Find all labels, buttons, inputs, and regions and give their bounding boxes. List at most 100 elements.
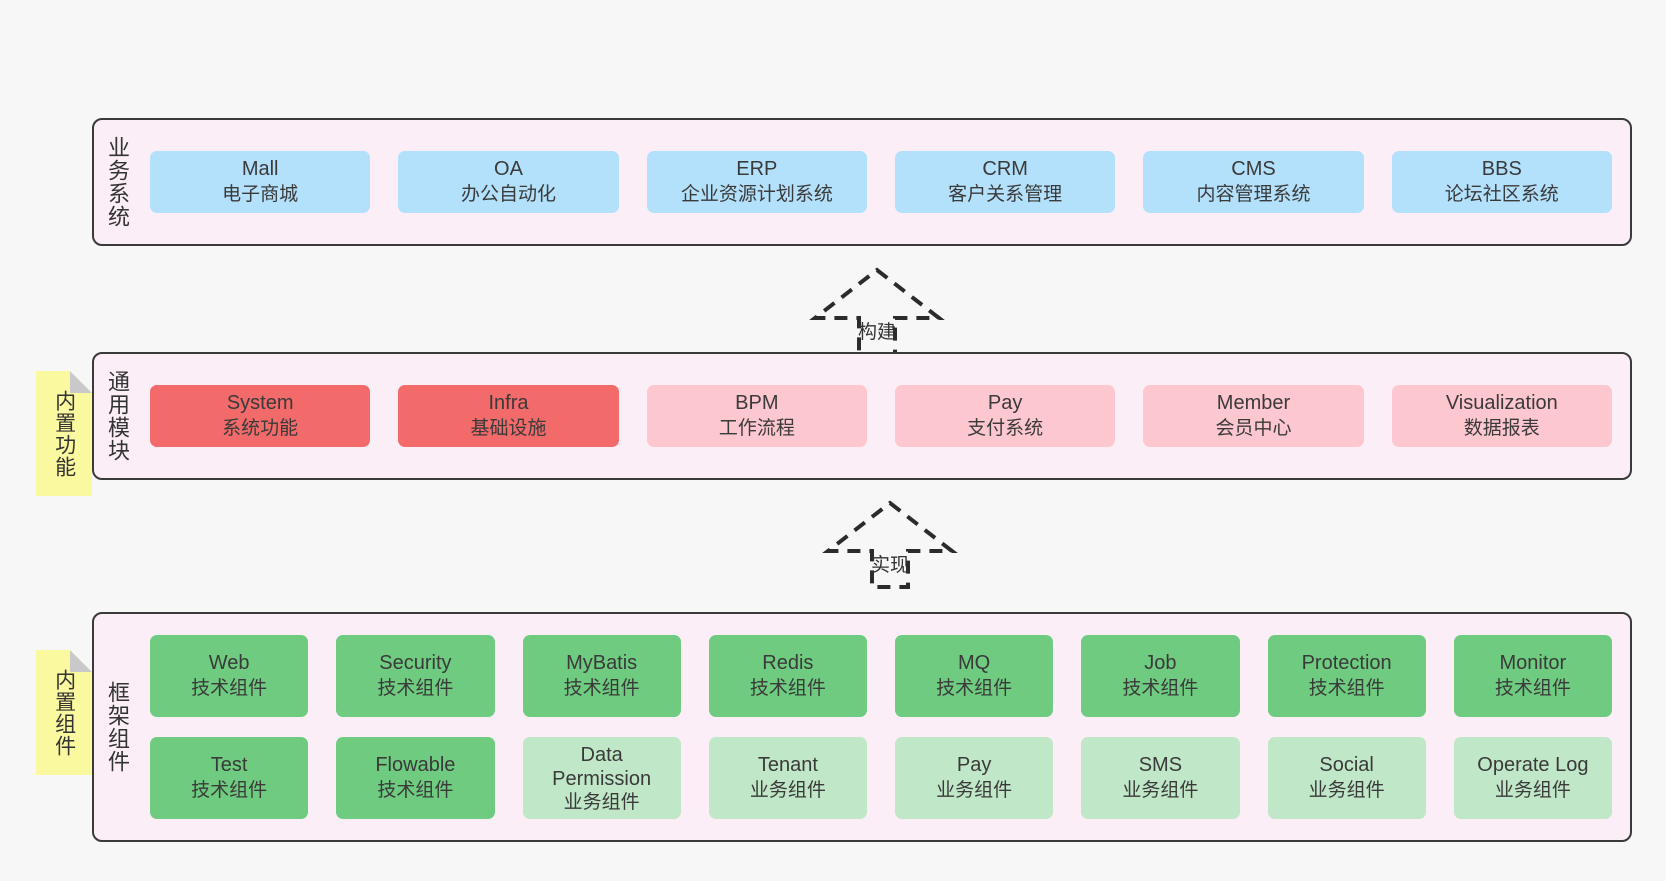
card-protection[interactable]: Protection 技术组件 <box>1267 635 1426 717</box>
card-title: Visualization <box>1445 392 1558 415</box>
card-pay-component[interactable]: Pay 业务组件 <box>895 737 1054 819</box>
card-title: System <box>226 392 294 415</box>
card-title: Pay <box>987 392 1023 415</box>
card-title: Test <box>210 754 248 777</box>
card-data-permission[interactable]: Data Permission 业务组件 <box>522 737 681 819</box>
card-bpm[interactable]: BPM 工作流程 <box>646 385 867 447</box>
card-subtitle: 技术组件 <box>377 779 454 801</box>
connector-build: 构建 <box>797 262 957 358</box>
card-crm[interactable]: CRM 客户关系管理 <box>894 151 1116 213</box>
card-operate-log[interactable]: Operate Log 业务组件 <box>1453 737 1612 819</box>
card-job[interactable]: Job 技术组件 <box>1081 635 1240 717</box>
card-pay[interactable]: Pay 支付系统 <box>894 385 1116 447</box>
card-subtitle: 业务组件 <box>563 791 640 813</box>
page-fold-icon <box>70 650 92 672</box>
card-title: Mall <box>241 158 279 181</box>
generalization-arrow-icon <box>822 500 958 589</box>
card-title: Social <box>1319 754 1374 777</box>
card-mq[interactable]: MQ 技术组件 <box>895 635 1054 717</box>
layer-business-systems-title: 业务系统 <box>104 136 130 228</box>
layer-framework-components: 框架组件 Web 技术组件 Security 技术组件 MyBatis 技术组件… <box>92 612 1632 842</box>
card-visualization[interactable]: Visualization 数据报表 <box>1391 385 1612 447</box>
card-member[interactable]: Member 会员中心 <box>1143 385 1364 447</box>
card-infra[interactable]: Infra 基础设施 <box>398 385 619 447</box>
layer-framework-components-title: 框架组件 <box>104 681 130 773</box>
note-builtin-components: 内置组件 <box>36 650 92 775</box>
note-label: 内置组件 <box>52 668 76 757</box>
card-title: Job <box>1144 652 1177 675</box>
card-subtitle: 技术组件 <box>936 677 1013 699</box>
card-title: Redis <box>762 652 814 675</box>
card-subtitle: 技术组件 <box>1122 677 1199 699</box>
card-monitor[interactable]: Monitor 技术组件 <box>1453 635 1612 717</box>
connector-implement: 实现 <box>810 495 970 591</box>
card-title: Tenant <box>757 754 818 777</box>
layer-business-systems: 业务系统 Mall 电子商城 OA 办公自动化 ERP 企业资源计划系统 CRM… <box>92 118 1632 246</box>
card-title: MyBatis <box>566 652 638 675</box>
card-subtitle: 技术组件 <box>563 677 640 699</box>
card-subtitle: 数据报表 <box>1463 417 1540 439</box>
card-mybatis[interactable]: MyBatis 技术组件 <box>522 635 681 717</box>
card-title: Protection <box>1301 652 1392 675</box>
card-title: MQ <box>958 652 991 675</box>
card-row: Web 技术组件 Security 技术组件 MyBatis 技术组件 Redi… <box>150 635 1612 717</box>
card-test[interactable]: Test 技术组件 <box>150 737 309 819</box>
card-title: Security <box>379 652 452 675</box>
card-subtitle: 技术组件 <box>191 779 268 801</box>
layer-common-modules-title: 通用模块 <box>104 370 130 462</box>
card-mall[interactable]: Mall 电子商城 <box>150 151 371 213</box>
card-title: SMS <box>1138 754 1183 777</box>
card-title: Operate Log <box>1477 754 1589 777</box>
card-social[interactable]: Social 业务组件 <box>1267 737 1426 819</box>
card-bbs[interactable]: BBS 论坛社区系统 <box>1391 151 1612 213</box>
card-oa[interactable]: OA 办公自动化 <box>398 151 619 213</box>
card-subtitle: 业务组件 <box>1308 779 1385 801</box>
connector-implement-label: 实现 <box>870 555 909 576</box>
card-title: Pay <box>956 754 992 777</box>
card-subtitle: 技术组件 <box>1308 677 1385 699</box>
card-flowable[interactable]: Flowable 技术组件 <box>336 737 495 819</box>
card-subtitle: 会员中心 <box>1215 417 1292 439</box>
card-redis[interactable]: Redis 技术组件 <box>708 635 867 717</box>
card-row: System 系统功能 Infra 基础设施 BPM 工作流程 Pay 支付系统… <box>150 385 1612 447</box>
card-row: Test 技术组件 Flowable 技术组件 Data Permission … <box>150 737 1612 819</box>
card-title: ERP <box>736 158 778 181</box>
layer-common-modules-body: System 系统功能 Infra 基础设施 BPM 工作流程 Pay 支付系统… <box>140 354 1630 478</box>
card-subtitle: 企业资源计划系统 <box>680 183 833 205</box>
card-title: Monitor <box>1499 652 1567 675</box>
card-subtitle: 论坛社区系统 <box>1444 183 1559 205</box>
card-subtitle: 电子商城 <box>222 183 299 205</box>
card-title: Member <box>1216 392 1291 415</box>
note-builtin-features: 内置功能 <box>36 371 92 496</box>
connector-build-label: 构建 <box>857 322 896 343</box>
card-title: OA <box>494 158 523 181</box>
page-fold-icon <box>70 371 92 393</box>
card-subtitle: 技术组件 <box>1494 677 1571 699</box>
card-title: Infra <box>488 392 529 415</box>
card-subtitle: 基础设施 <box>470 417 547 439</box>
layer-common-modules: 通用模块 System 系统功能 Infra 基础设施 BPM 工作流程 Pay… <box>92 352 1632 480</box>
card-security[interactable]: Security 技术组件 <box>336 635 495 717</box>
card-subtitle: 技术组件 <box>191 677 268 699</box>
card-system[interactable]: System 系统功能 <box>150 385 371 447</box>
card-web[interactable]: Web 技术组件 <box>150 635 309 717</box>
card-title: Flowable <box>375 754 456 777</box>
card-cms[interactable]: CMS 内容管理系统 <box>1143 151 1364 213</box>
card-title: Data Permission <box>552 743 652 791</box>
card-subtitle: 内容管理系统 <box>1196 183 1311 205</box>
card-row: Mall 电子商城 OA 办公自动化 ERP 企业资源计划系统 CRM 客户关系… <box>150 151 1612 213</box>
card-subtitle: 技术组件 <box>749 677 826 699</box>
card-erp[interactable]: ERP 企业资源计划系统 <box>646 151 867 213</box>
card-subtitle: 支付系统 <box>967 417 1044 439</box>
card-title: CRM <box>982 158 1028 181</box>
card-title: Web <box>208 652 250 675</box>
card-title: CMS <box>1231 158 1276 181</box>
card-subtitle: 工作流程 <box>718 417 795 439</box>
card-sms[interactable]: SMS 业务组件 <box>1081 737 1240 819</box>
layer-business-systems-body: Mall 电子商城 OA 办公自动化 ERP 企业资源计划系统 CRM 客户关系… <box>140 120 1630 244</box>
card-tenant[interactable]: Tenant 业务组件 <box>708 737 867 819</box>
layer-framework-components-body: Web 技术组件 Security 技术组件 MyBatis 技术组件 Redi… <box>140 614 1630 840</box>
card-subtitle: 业务组件 <box>749 779 826 801</box>
card-subtitle: 业务组件 <box>1122 779 1199 801</box>
